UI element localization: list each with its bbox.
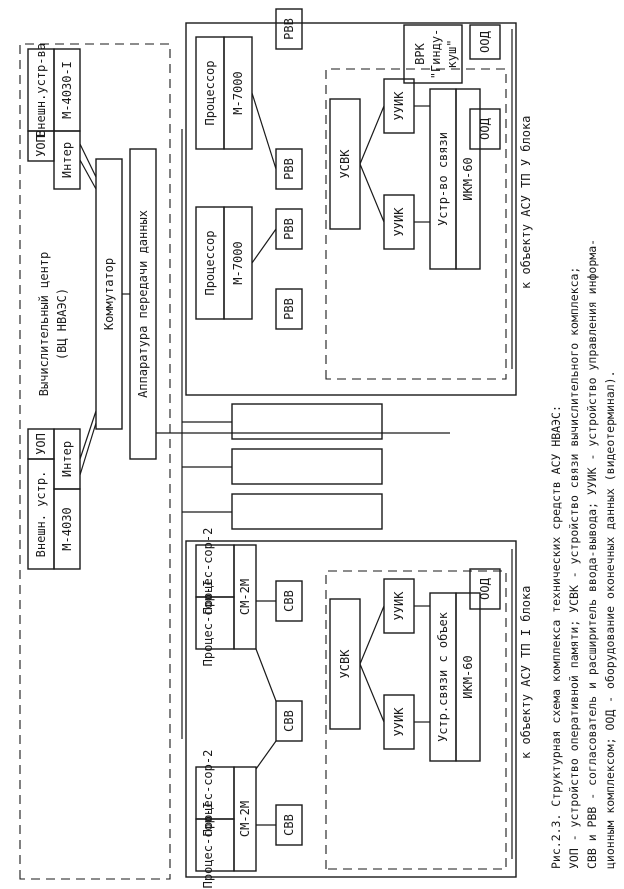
vc-m4030-2-box	[53, 488, 81, 570]
block-i-cm-1-label: СМ-2М	[238, 801, 252, 837]
vc-intf-2-label: Интер	[60, 441, 74, 477]
link-v-usvk-uuik2	[359, 105, 385, 165]
vc-upp-2-label: УОП	[34, 433, 48, 455]
vc-frame	[19, 43, 171, 880]
caption-group: Рис.2.3. Структурная схема комплекса тех…	[549, 239, 617, 869]
vc-m4030-1-label: М-4030-I	[60, 61, 74, 119]
block-v-ikm-box	[455, 88, 481, 270]
block-i-proc-1-label: Процес-сор-I	[201, 802, 215, 889]
block-i-cm-2-label: СМ-2М	[238, 579, 252, 615]
block-i-to-object: к объекту АСУ ТП I блока	[519, 586, 533, 759]
block-v-pvv-2-label: РВВ	[282, 218, 296, 240]
link-m70001-pvv2	[251, 228, 277, 264]
block-v-ikm-label: ИКМ-60	[461, 157, 475, 200]
link-m70002-pvv3	[251, 92, 277, 170]
block-v-uuik-2-label: УУИК	[392, 91, 406, 121]
block-v-proc-1-label: Процессор	[203, 230, 217, 295]
block-i-uuik-2-label: УУИК	[392, 591, 406, 621]
block-v-usvk-label: УСВК	[338, 149, 352, 179]
block-v-ood-2-label: ООД	[478, 30, 492, 52]
vc-title-2: (ВЦ НВАЭС)	[55, 288, 69, 360]
block-v-ood-1-label: ООД	[478, 117, 492, 139]
link-usvk-uuik2	[359, 605, 385, 665]
data-transfer-label: Аппаратура передачи данных	[136, 210, 150, 398]
block-i-cvv-3-label: СВВ	[282, 590, 296, 612]
link-cm1-cvv2	[255, 740, 277, 770]
block-v-vrk-box	[403, 24, 463, 84]
block-i-comm-label: Устр.связи с объек	[436, 611, 450, 742]
block-v-dashed-frame	[325, 68, 507, 380]
block-i-frame	[185, 540, 517, 878]
link-v-usvk-uuik1	[359, 163, 385, 223]
link-intf1-commutator	[79, 159, 97, 190]
block-i-dashed-frame	[325, 570, 507, 870]
block-v-uuik-1-label: УУИК	[392, 207, 406, 237]
link-cm2-cvv2	[255, 648, 277, 702]
caption-line-3: ционным комплексом; ООД - оборудование о…	[603, 371, 617, 870]
block-i-ikm-box	[455, 592, 481, 762]
asu-block-3-box	[231, 448, 383, 485]
caption-line-2: СВВ и РВВ - согласователь и расширитель …	[585, 239, 599, 869]
block-i-uuik-1-label: УУИК	[392, 707, 406, 737]
block-i-cm-2-box	[233, 544, 257, 650]
block-i-cvv-2-box	[275, 700, 303, 742]
rotated-diagram: Вычислительный центр (ВЦ НВАЭС) Внешн.ус…	[19, 8, 533, 880]
asu-block-2-box	[231, 493, 383, 530]
block-v-vrk-3: куш"	[445, 40, 459, 69]
data-transfer-box	[129, 148, 157, 460]
vc-title-1: Вычислительный центр	[37, 252, 51, 397]
block-v-ood-1-box	[469, 108, 501, 150]
caption-line-1: УОП - устройство оперативной памяти; УСВ…	[567, 267, 581, 869]
block-i-proc-4-label: Процес-сор-2	[201, 528, 215, 615]
commutator-label: Коммутатор	[102, 258, 116, 330]
block-i-proc-3-label: Процес-сор-I	[201, 580, 215, 667]
block-v-pvv-1-box	[275, 288, 303, 330]
block-v-comm-label: Устр-во связи	[436, 132, 450, 226]
block-v-to-object: к объекту АСУ ТП У блока	[519, 116, 533, 289]
block-v-frame	[185, 22, 517, 396]
block-i-ikm-label: ИКМ-60	[461, 655, 475, 698]
vc-upp-1-label: УОП	[34, 135, 48, 157]
block-v-m7000-2-label: М-7000	[231, 71, 245, 114]
link-intf2-commutator-b	[79, 422, 97, 476]
block-v-pvv-4-label: РВВ	[282, 18, 296, 40]
block-v-vrk-2: "Гинду-	[429, 29, 443, 80]
block-i-proc-2-label: Процес-сор-2	[201, 750, 215, 837]
vc-m4030-2-label: М-4030	[60, 507, 74, 550]
vc-ext-device-2-label: Внешн. устр.	[34, 471, 48, 558]
block-v-pvv-4-box	[275, 8, 303, 50]
link-intf1-commutator-b	[79, 143, 97, 178]
block-i-cm-1-box	[233, 766, 257, 872]
block-i-ood-box	[469, 568, 501, 610]
block-i-ood-label: ООД	[478, 577, 492, 599]
block-v-pvv-3-label: РВВ	[282, 158, 296, 180]
block-i-usvk-label: УСВК	[338, 649, 352, 679]
block-v-proc-2-label: Процессор	[203, 60, 217, 125]
vc-ext-device-1-label: Внешн.устр-ва	[34, 43, 48, 137]
link-intf2-commutator	[79, 410, 97, 460]
asu-block-4-box	[231, 403, 383, 440]
caption-title: Рис.2.3. Структурная схема комплекса тех…	[549, 405, 563, 869]
block-v-ood-2-box	[469, 24, 501, 60]
block-i-cvv-1-label: СВВ	[282, 814, 296, 836]
vc-intf-1-label: Интер	[60, 142, 74, 178]
link-usvk-uuik1	[359, 663, 385, 723]
block-v-m7000-1-label: М-7000	[231, 241, 245, 284]
block-v-pvv-1-label: РВВ	[282, 298, 296, 320]
block-i-cvv-2-label: СВВ	[282, 710, 296, 732]
block-v-vrk-1: ВРК	[413, 42, 427, 64]
